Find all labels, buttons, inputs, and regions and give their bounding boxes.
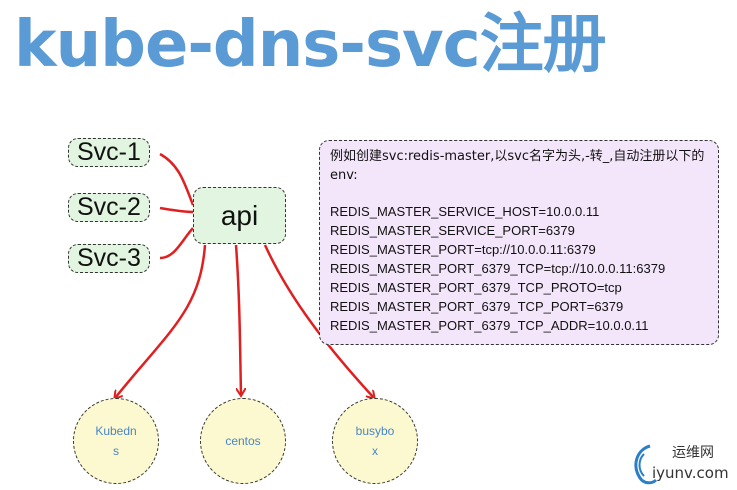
watermark-top-text: 运维网 [672,445,714,461]
env-note-box: 例如创建svc:redis-master,以svc名字为头,-转_,自动注册以下… [319,140,719,345]
page-title: kube-dns-svc注册 [14,8,607,82]
env-line: REDIS_MASTER_SERVICE_HOST=10.0.0.11 [330,204,600,219]
pod-label: busybo [355,424,395,438]
env-line: REDIS_MASTER_PORT_6379_TCP_PORT=6379 [330,299,624,314]
arrow-api-centos [234,244,241,395]
note-intro: 例如创建svc:redis-master,以svc名字为头,-转_,自动注册以下… [330,149,705,183]
watermark-bottom-text: iyunv.com [652,464,729,482]
env-line: REDIS_MASTER_SERVICE_PORT=6379 [330,223,575,238]
watermark-logo-icon [634,444,658,485]
svc-1-node: Svc-1 [68,138,150,167]
pod-label: centos [225,434,261,448]
link-svc3-api [159,227,194,260]
link-svc2-api [159,206,194,214]
pod-busybox: busybo x [332,398,418,484]
arrow-api-busybox [263,244,374,398]
watermark: 运维网 iyunv.com [630,440,730,486]
svc-2-node: Svc-2 [68,193,150,222]
arrow-api-kubedns [115,244,207,398]
api-node: api [193,187,286,244]
pod-label: Kubedn [95,424,137,438]
env-line: REDIS_MASTER_PORT=tcp://10.0.0.11:6379 [330,242,596,257]
svc-3-node: Svc-3 [68,244,150,273]
link-svc1-api [159,152,195,206]
env-line: REDIS_MASTER_PORT_6379_TCP_ADDR=10.0.0.1… [330,318,649,333]
env-line: REDIS_MASTER_PORT_6379_TCP=tcp://10.0.0.… [330,261,666,276]
env-line: REDIS_MASTER_PORT_6379_TCP_PROTO=tcp [330,280,622,295]
pod-label-cont: x [371,444,378,458]
pod-label-cont: s [113,444,119,458]
pod-kubedns: Kubedn s [73,398,159,484]
pod-centos: centos [200,398,286,484]
